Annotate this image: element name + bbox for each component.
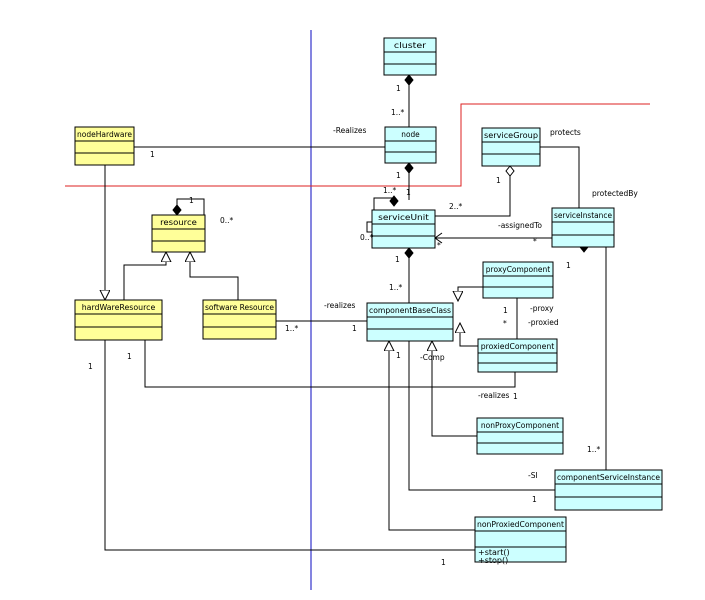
label-m-node-1n: 1..* [391,108,405,117]
composition-diamond [404,247,414,259]
class-node[interactable]: node [384,126,437,164]
class-component-base-class[interactable]: componentBaseClass [366,302,454,342]
label-m-hw-1: 1 [127,352,132,361]
class-name: cluster [394,41,427,50]
label-m-su-self-1: 1 [406,188,411,197]
class-proxied-component[interactable]: proxiedComponent [477,338,558,373]
label-m-node-su-1: 1 [396,171,401,180]
label-m-csi-1n: 1..* [587,445,601,454]
hardware-nonproxied-link [104,340,475,551]
label-m-su-0n: 0..* [360,233,374,242]
class-service-unit[interactable]: serviceUnit [371,209,436,249]
label-m-res-1: 1 [189,196,194,205]
class-name: componentServiceInstance [557,473,660,482]
label-m-np-1: 1 [441,558,446,567]
class-hard-ware-resource[interactable]: hardWareResource [74,299,163,341]
label-realizes-cbc: -realizes [324,301,356,310]
class-name: proxiedComponent [481,342,555,351]
servicegroup-serviceunit-link [435,176,511,217]
label-m-sw-1n: 1..* [285,324,299,333]
aggregation-diamond [505,165,515,177]
class-cluster[interactable]: cluster [383,37,437,76]
composition-diamond [389,195,399,207]
label-m-cbc-comp-1: 1 [396,351,401,360]
class-service-group[interactable]: serviceGroup [481,127,541,167]
class-name: serviceGroup [484,131,538,140]
class-resource[interactable]: resource [151,214,206,253]
generalization-lines [105,165,483,531]
class-non-proxy-component[interactable]: nonProxyComponent [476,417,564,455]
label-proxy: -proxy [530,304,554,313]
label-m-hw-1b: 1 [88,362,93,371]
label-m-si-1: 1 [566,261,571,270]
class-software-resource[interactable]: software Resource [202,299,277,340]
class-node-hardware[interactable]: nodeHardware [74,126,135,166]
label-m-su-star: * [437,241,441,250]
label-m-cluster-1: 1 [396,84,401,93]
class-name: componentBaseClass [369,306,451,315]
operation: +start() [478,548,510,557]
label-m-proxied-star: * [503,319,507,328]
class-component-service-instance[interactable]: componentServiceInstance [554,469,663,511]
operation: +stop() [478,556,508,565]
label-comp: -Comp [420,353,445,362]
label-m-csi-1: 1 [532,495,537,504]
label-assignedTo: -assignedTo [498,221,542,230]
class-name: nodeHardware [77,130,132,139]
label-m-nodehw-1: 1 [150,150,155,159]
label-m-sg-1: 1 [496,176,501,185]
label-m-cbc-1: 1 [352,324,357,333]
label-m-proxy-1: 1 [503,306,508,315]
label-m-asg-star: * [533,237,537,246]
composition-diamond [404,74,414,86]
class-proxy-component[interactable]: proxyComponent [482,261,554,299]
composition-diamond [404,162,414,174]
class-name: nonProxyComponent [481,421,559,430]
class-name: proxyComponent [486,265,550,274]
class-name: software Resource [205,303,274,312]
label-realizes-low: -realizes [478,391,510,400]
composition-diamond [172,204,182,216]
label-m-su-1n: 1..* [383,186,397,195]
label-realizes-node: -Realizes [333,126,367,135]
label-m-su-2n: 2..* [449,202,463,211]
label-si: -SI [528,471,538,480]
class-name: hardWareResource [82,303,156,312]
label-m-real-1: 1 [513,392,518,401]
label-m-su-cbc-1: 1 [395,255,400,264]
class-name: nonProxiedComponent [477,520,564,529]
label-m-res-0n: 0..* [220,216,234,225]
protects-link [540,146,580,208]
label-proxied: -proxied [528,318,559,327]
class-name: serviceUnit [378,213,429,222]
class-non-proxied-component[interactable]: nonProxiedComponent +start()+stop() [474,516,567,565]
class-name: node [401,130,419,139]
hardware-realizes-link [144,340,516,388]
label-m-cbc-1n: 1..* [389,283,403,292]
component-csi-link [408,340,555,491]
class-name: serviceInstance [554,211,612,220]
label-protects: protects [550,128,581,137]
boundary-line [65,103,650,187]
class-service-instance[interactable]: serviceInstance [551,207,615,248]
class-name: resource [160,218,197,227]
label-protectedBy: protectedBy [592,189,638,198]
